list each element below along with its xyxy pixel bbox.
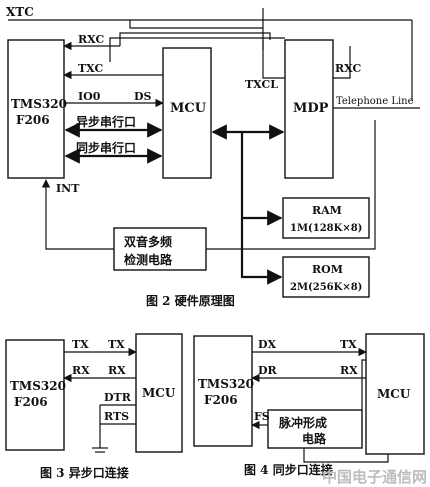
dsp-label-fig4-1: TMS320 [198,377,254,391]
mcu-label: MCU [170,101,207,116]
dtr-label: DTR [104,391,132,404]
dsp-block [7,39,65,179]
ram-label-2: 1M(128K×8) [290,223,362,234]
figure-3: TMS320 F206 MCU TX TX RX RX DTR RTS 图 3 … [5,333,183,480]
dx-label: DX [258,338,277,351]
async-port-label: 异步串行口 [76,114,136,129]
rxc-right-label: RXC [335,62,361,75]
ram-block [282,197,370,239]
ram-label-1: RAM [312,204,342,217]
rom-block [282,256,370,298]
dsp-label-2: F206 [16,113,50,127]
sync-port-label: 同步串行口 [76,140,136,155]
txcl-label: TXCL [245,78,278,91]
figure-3-caption: 图 3 异步口连接 [40,465,129,480]
xtc-label: XTC [6,5,34,19]
mdp-label: MDP [293,101,329,116]
tx-label-fig4: TX [340,338,357,351]
mdp-block [284,39,334,179]
mcu-label-fig4: MCU [377,387,411,401]
rx-left-label: RX [72,364,90,377]
pulse-label-2: 电路 [302,431,327,446]
rx-right-label: RX [108,364,126,377]
pulse-label-1: 脉冲形成 [278,415,327,430]
mcu-block [162,47,212,179]
rx-label-fig4: RX [340,364,358,377]
mcu-block-fig3 [135,333,183,453]
int-label: INT [56,182,80,195]
rom-label-2: 2M(256K×8) [290,282,362,293]
telephone-line-label: Telephone Line [336,96,414,107]
figure-4: TMS320 F206 MCU DX TX DR RX FS 脉冲形成 电路 图… [193,333,425,477]
pulse-circuit-block [267,409,363,449]
dsp-label-1: TMS320 [11,97,67,111]
dr-label: DR [258,364,278,377]
figure-4-caption: 图 4 同步口连接 [244,462,333,477]
dtmf-label-1: 双音多频 [124,234,172,249]
txc-label: TXC [78,62,104,75]
ds-label: DS [134,90,152,103]
rts-label: RTS [104,410,129,423]
mcu-label-fig3: MCU [142,386,176,400]
rom-label-1: ROM [312,263,343,276]
tx-right-label: TX [108,338,125,351]
dsp-block-fig3 [5,339,65,451]
dsp-block-fig4 [193,335,253,447]
watermark: 中国电子通信网 [322,468,427,486]
tx-left-label: TX [72,338,89,351]
figure-2-caption: 图 2 硬件原理图 [146,293,235,308]
fs-label: FS [254,410,270,423]
io0-label: IO0 [78,90,101,103]
figure-2: XTC TMS320 F206 MCU MDP RXC TXC IO0 DS 异… [6,5,420,308]
dsp-label-fig4-2: F206 [204,393,238,407]
rxc-label: RXC [78,33,104,46]
mcu-block-fig4 [365,333,425,455]
dtmf-label-2: 检测电路 [124,252,173,267]
dsp-label-fig3-1: TMS320 [10,379,66,393]
dsp-label-fig3-2: F206 [14,395,48,409]
